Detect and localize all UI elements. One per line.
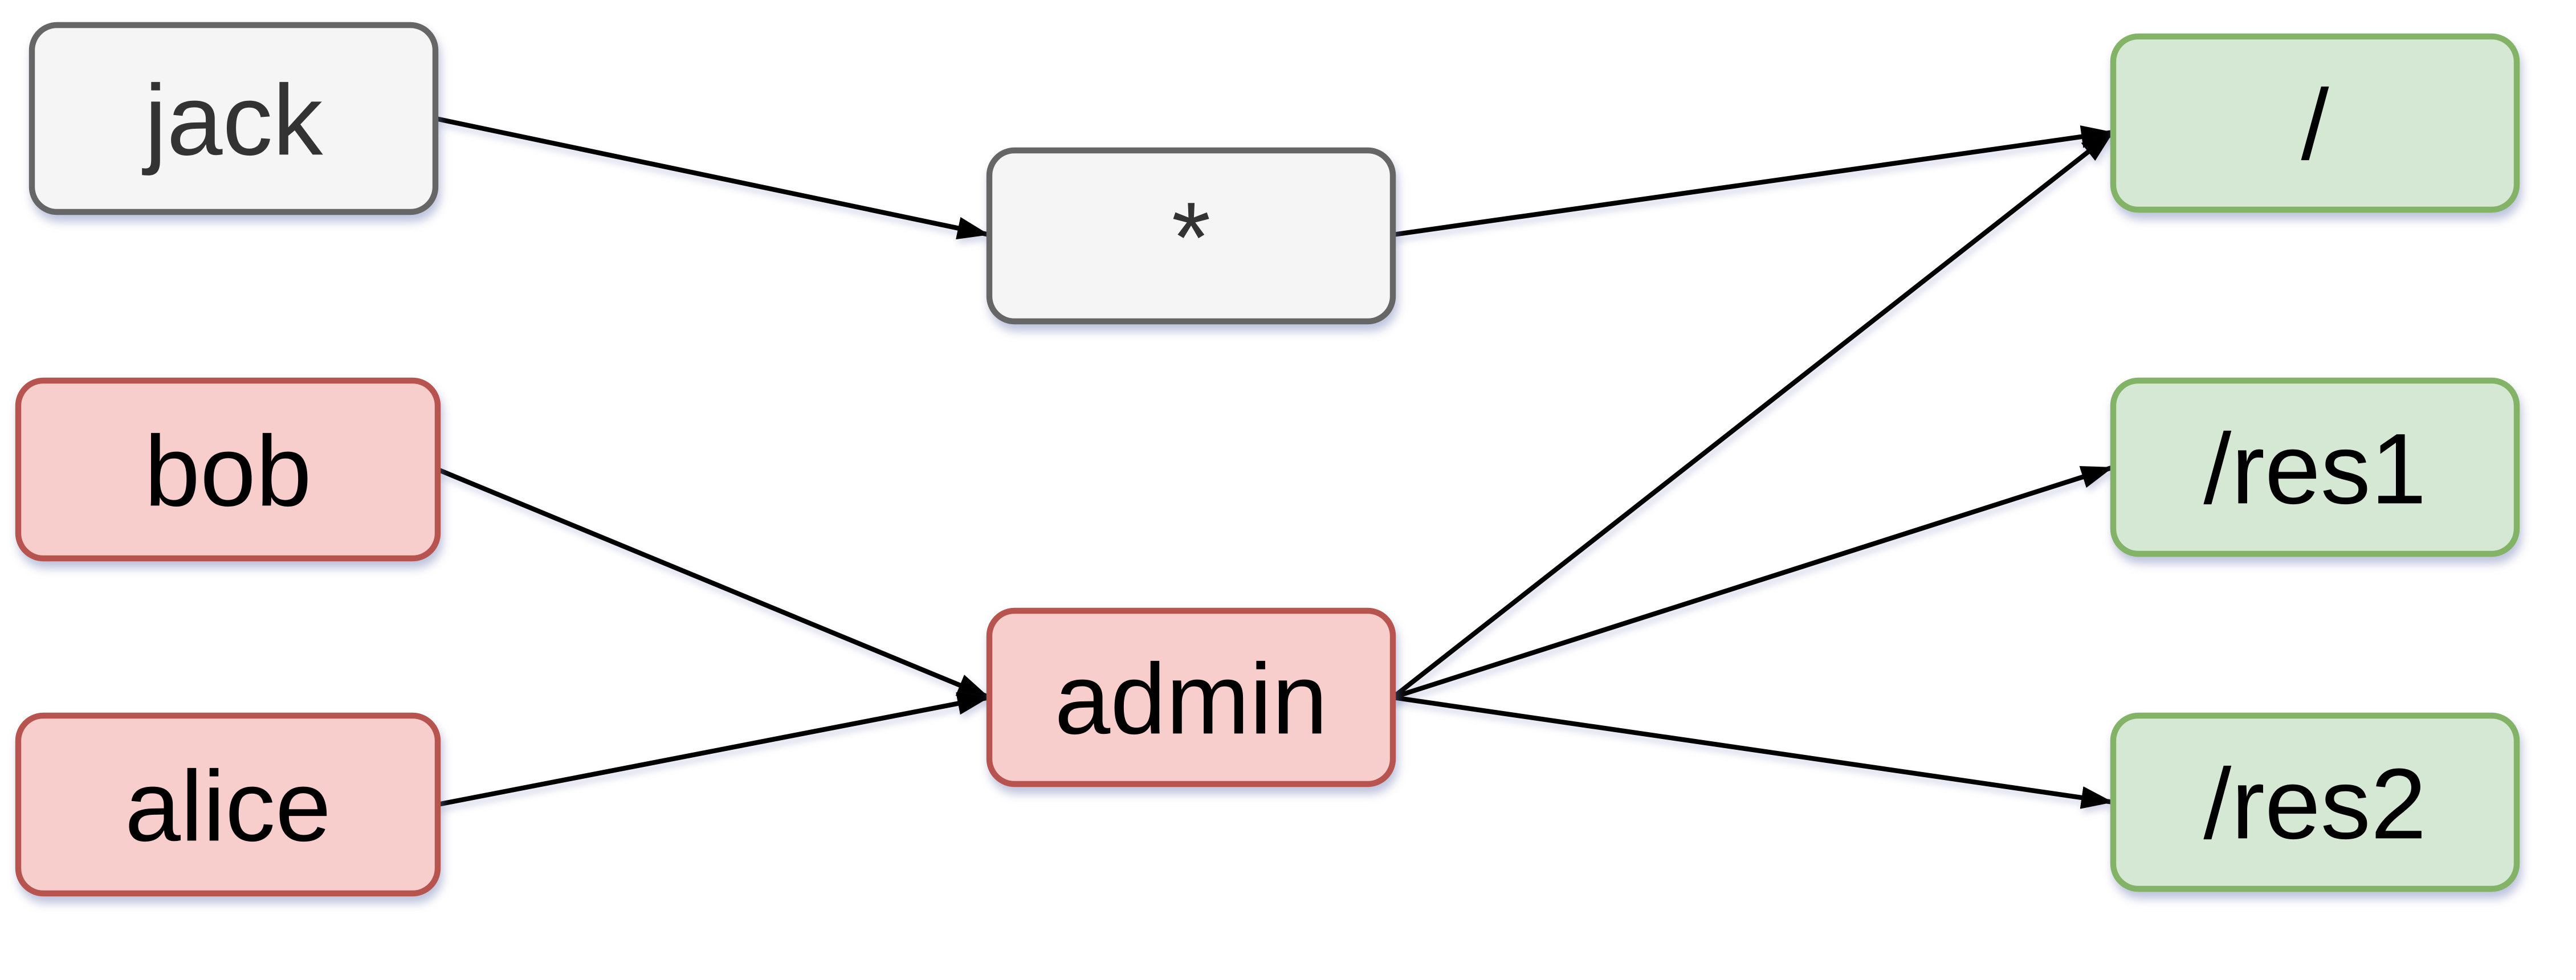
node-label-star: * [1172, 182, 1211, 293]
node-label-res1: /res1 [2203, 413, 2426, 525]
user-node-box-bob [15, 377, 441, 562]
node-res2: /res2 [2110, 712, 2520, 892]
node-label-jack: jack [142, 64, 324, 176]
edge-jack-to-star [435, 116, 990, 240]
node-admin: admin [986, 607, 1396, 787]
user-node-box-jack [28, 22, 439, 215]
role-node-box-star [986, 147, 1396, 325]
node-jack: jack [28, 22, 439, 215]
edge-admin-to-slash [1391, 130, 2115, 700]
node-label-bob: bob [144, 415, 312, 527]
node-slash: / [2110, 33, 2520, 213]
edge-admin-to-res1 [1392, 464, 2114, 700]
edge-alice-to-admin [437, 692, 990, 807]
edge-admin-to-res2 [1392, 695, 2114, 809]
resource-node-box-slash [2110, 33, 2520, 213]
node-label-res2: /res2 [2203, 748, 2426, 860]
node-label-alice: alice [125, 750, 331, 862]
node-bob: bob [15, 377, 441, 562]
node-star: * [986, 147, 1396, 325]
user-node-box-alice [15, 712, 441, 897]
resource-node-box-res2 [2110, 712, 2520, 892]
edge-star-to-slash [1392, 125, 2114, 238]
node-res1: /res1 [2110, 377, 2520, 557]
role-node-box-admin [986, 607, 1396, 787]
node-label-admin: admin [1054, 643, 1327, 755]
resource-node-box-res1 [2110, 377, 2520, 557]
edge-bob-to-admin [437, 467, 991, 700]
node-alice: alice [15, 712, 441, 897]
node-label-slash: / [2301, 69, 2329, 181]
